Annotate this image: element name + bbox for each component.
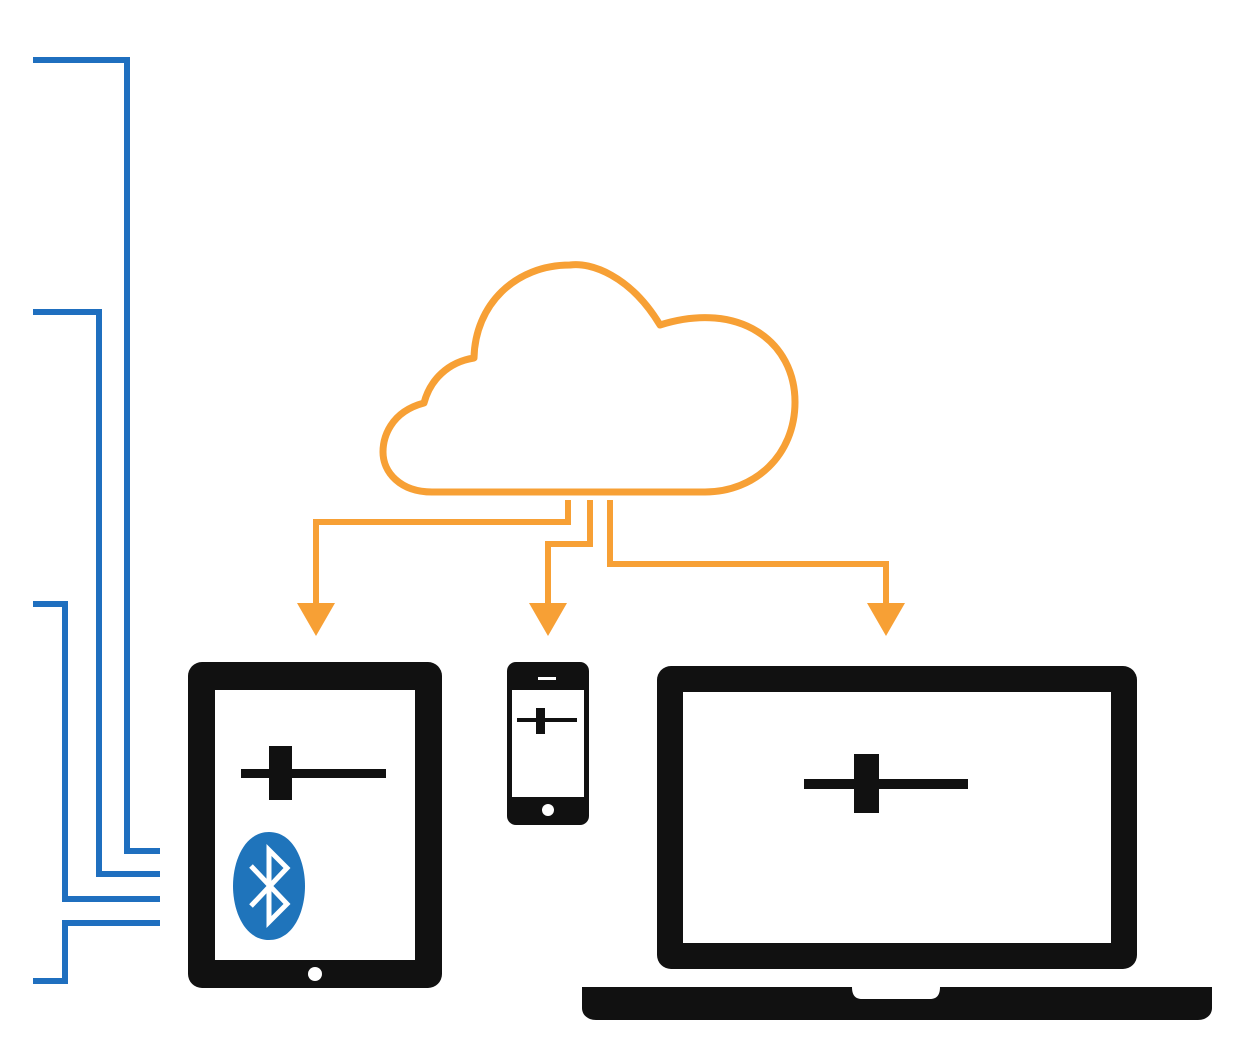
connector-laptop [607, 500, 889, 606]
slider-icon [241, 746, 386, 800]
arrow-down-icon [297, 603, 335, 636]
wire-1 [33, 57, 160, 854]
laptop-base [582, 987, 1212, 1020]
arrow-heads [297, 603, 905, 636]
wire-3 [33, 601, 160, 902]
laptop-icon [582, 666, 1212, 1020]
tablet-home-button [308, 967, 322, 981]
slider-icon [517, 708, 577, 734]
wire-group [33, 57, 160, 984]
cloud-connectors [313, 500, 889, 606]
bluetooth-icon [233, 832, 305, 940]
arrow-down-icon [529, 603, 567, 636]
connector-tablet [313, 500, 571, 606]
smartphone-icon [507, 662, 589, 825]
phone-home-button [542, 804, 554, 816]
connector-phone [545, 500, 593, 606]
arrow-down-icon [867, 603, 905, 636]
wire-2 [33, 309, 160, 877]
slider-icon [804, 754, 968, 813]
tablet-icon [188, 662, 442, 988]
phone-speaker [538, 677, 556, 680]
wire-4 [33, 920, 160, 984]
cloud-icon [379, 261, 799, 496]
